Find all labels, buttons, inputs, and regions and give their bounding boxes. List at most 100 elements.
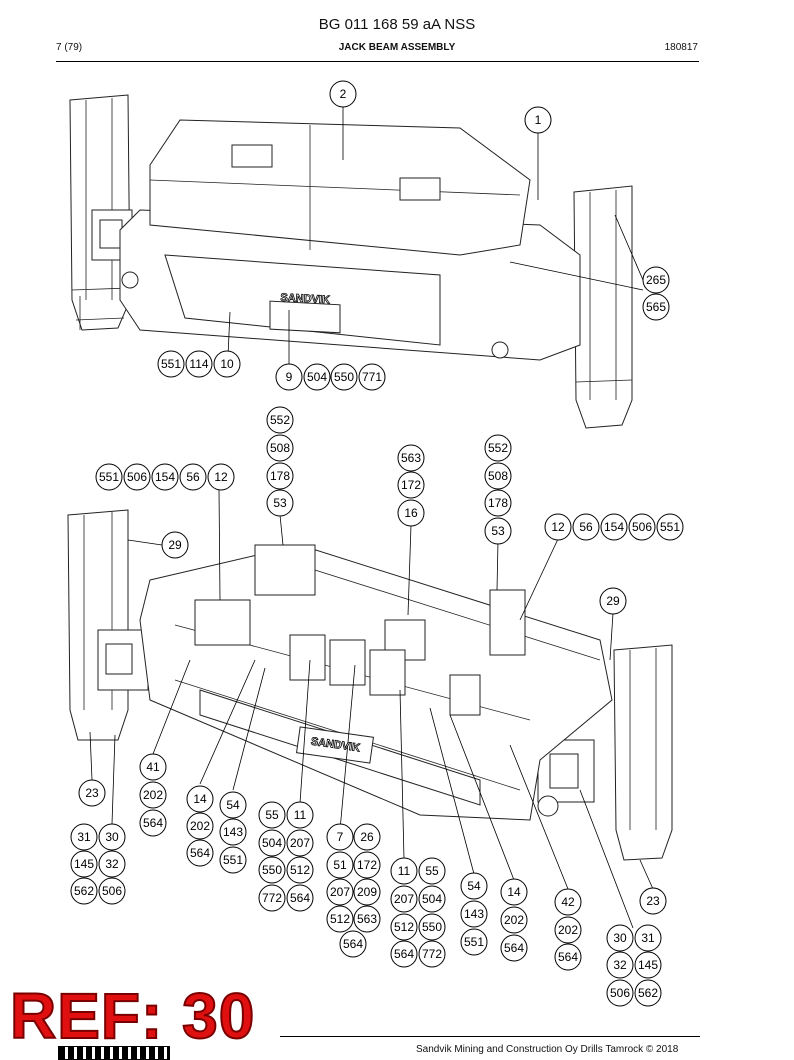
- callout-label: 202: [558, 923, 578, 937]
- callout-top-6: 10: [213, 350, 241, 378]
- callout-label: 23: [646, 894, 660, 908]
- callout-bottom-35: 504: [258, 829, 286, 857]
- callout-bottom-49: 564: [339, 930, 367, 958]
- callout-bottom-33: 55: [258, 801, 286, 829]
- callout-bottom-25: 564: [139, 809, 167, 837]
- callout-bottom-22: 29: [599, 587, 627, 615]
- callout-label: 12: [551, 520, 565, 534]
- callout-bottom-18: 154: [600, 513, 628, 541]
- callout-label: 55: [265, 808, 279, 822]
- callout-label: 207: [394, 892, 414, 906]
- callout-label: 564: [558, 950, 578, 964]
- callout-label: 31: [77, 830, 91, 844]
- callout-bottom-15: 12: [207, 463, 235, 491]
- callout-top-8: 504: [303, 363, 331, 391]
- callout-label: 42: [561, 895, 575, 909]
- callout-label: 265: [646, 273, 666, 287]
- callout-label: 55: [425, 864, 439, 878]
- callout-label: 145: [74, 857, 94, 871]
- callout-label: 29: [168, 538, 182, 552]
- callout-label: 565: [646, 300, 666, 314]
- callout-label: 14: [507, 885, 521, 899]
- callout-bottom-60: 551: [460, 928, 488, 956]
- callout-label: 202: [504, 913, 524, 927]
- footer-logo: [58, 1046, 170, 1060]
- callout-bottom-40: 564: [286, 884, 314, 912]
- callout-bottom-13: 154: [151, 463, 179, 491]
- callout-label: 54: [467, 879, 481, 893]
- callout-label: 23: [85, 786, 99, 800]
- callout-label: 9: [286, 370, 293, 384]
- callout-bottom-68: 31: [70, 823, 98, 851]
- callout-bottom-53: 504: [418, 885, 446, 913]
- callout-label: 209: [357, 885, 377, 899]
- callout-top-9: 550: [330, 363, 358, 391]
- callout-label: 7: [337, 830, 344, 844]
- callout-bottom-74: 30: [606, 924, 634, 952]
- callout-label: 564: [190, 846, 210, 860]
- callout-bottom-2: 178: [266, 462, 294, 490]
- callout-label: 114: [189, 357, 208, 371]
- callout-label: 31: [641, 931, 655, 945]
- callout-top-2: 265: [642, 266, 670, 294]
- callout-bottom-54: 512: [390, 913, 418, 941]
- top-assembly-illustration: [69, 94, 633, 429]
- callout-top-0: 2: [329, 80, 357, 108]
- callout-label: 10: [220, 357, 234, 371]
- callout-bottom-48: 563: [353, 905, 381, 933]
- callout-label: 563: [401, 451, 421, 465]
- callout-bottom-52: 207: [390, 885, 418, 913]
- callout-label: 12: [214, 470, 228, 484]
- callout-label: 207: [290, 836, 310, 850]
- document-code: 180817: [664, 42, 698, 53]
- callout-bottom-5: 172: [397, 471, 425, 499]
- callout-bottom-31: 143: [219, 818, 247, 846]
- callout-bottom-47: 512: [326, 905, 354, 933]
- page-number: 7 (79): [56, 42, 83, 53]
- callout-label: 32: [613, 958, 627, 972]
- callout-bottom-71: 32: [98, 850, 126, 878]
- callout-top-10: 771: [358, 363, 386, 391]
- callout-label: 512: [330, 912, 350, 926]
- callout-label: 14: [193, 792, 207, 806]
- callout-bottom-3: 53: [266, 489, 294, 517]
- callout-bottom-6: 16: [397, 499, 425, 527]
- callout-bottom-19: 506: [628, 513, 656, 541]
- callout-bottom-79: 562: [634, 979, 662, 1007]
- callout-bottom-37: 550: [258, 856, 286, 884]
- callout-label: 26: [360, 830, 374, 844]
- footer-copyright: Sandvik Mining and Construction Oy Drill…: [416, 1044, 679, 1055]
- callout-bottom-73: 506: [98, 877, 126, 905]
- callout-label: 506: [127, 470, 147, 484]
- callout-bottom-16: 12: [544, 513, 572, 541]
- callout-bottom-38: 512: [286, 856, 314, 884]
- callout-label: 563: [357, 912, 377, 926]
- callout-bottom-10: 53: [484, 517, 512, 545]
- callout-label: 512: [394, 920, 414, 934]
- callout-bottom-21: 29: [161, 531, 189, 559]
- callout-bottom-39: 772: [258, 884, 286, 912]
- callout-label: 16: [404, 506, 418, 520]
- bottom-assembly-illustration: [67, 509, 673, 861]
- callout-label: 11: [398, 864, 411, 878]
- callout-bottom-4: 563: [397, 444, 425, 472]
- callout-bottom-50: 11: [390, 857, 418, 885]
- callout-bottom-72: 562: [70, 877, 98, 905]
- callout-label: 53: [273, 496, 287, 510]
- callout-bottom-46: 209: [353, 878, 381, 906]
- callout-label: 172: [401, 478, 421, 492]
- callout-label: 564: [143, 816, 163, 830]
- callout-label: 552: [488, 441, 508, 455]
- brand-plate-0: SANDVIK: [280, 292, 330, 307]
- callout-bottom-20: 551: [656, 513, 684, 541]
- callout-label: 551: [99, 470, 119, 484]
- callout-label: 504: [422, 892, 442, 906]
- callout-label: 771: [362, 370, 382, 384]
- callout-label: 54: [226, 798, 240, 812]
- callout-bottom-28: 202: [186, 812, 214, 840]
- callout-label: 154: [604, 520, 624, 534]
- callout-bottom-75: 31: [634, 924, 662, 952]
- callout-bottom-24: 202: [139, 781, 167, 809]
- callout-bottom-27: 14: [186, 785, 214, 813]
- callout-label: 772: [262, 891, 282, 905]
